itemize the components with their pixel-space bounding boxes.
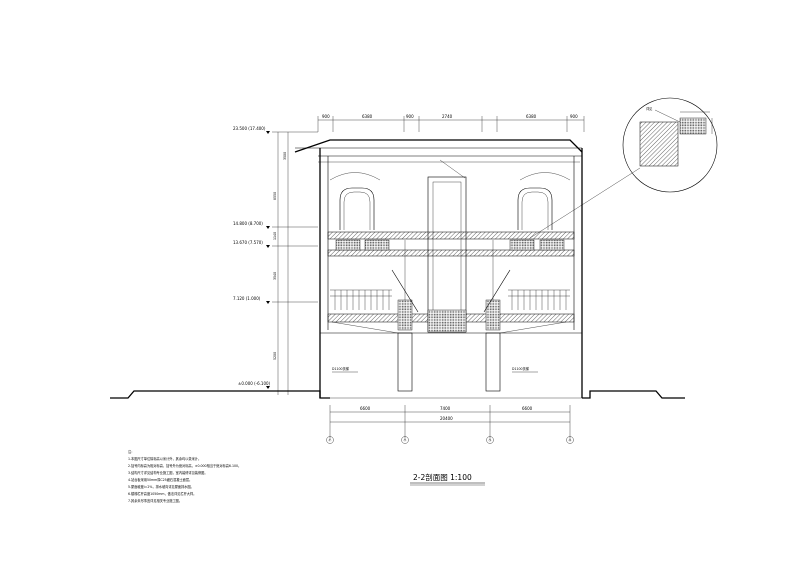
bottom-dim-total: 20400 bbox=[440, 416, 453, 421]
level-mid: 13.670 (7.570) bbox=[233, 240, 263, 245]
top-dim-5: 6380 bbox=[526, 114, 537, 119]
top-dim-6: 900 bbox=[570, 114, 578, 119]
note-7: 7.其余未尽事宜详见相关专业施工图。 bbox=[128, 498, 182, 503]
drawing-title-block: 2-2剖面图 1:100 bbox=[410, 472, 485, 486]
axis-3: ③ bbox=[489, 439, 492, 443]
side-dim-0: 3500 bbox=[283, 152, 287, 160]
building-section bbox=[294, 139, 641, 398]
top-dim-4: 2740 bbox=[442, 114, 453, 119]
top-dim-2: 6380 bbox=[362, 114, 373, 119]
ground-line bbox=[110, 390, 685, 399]
detail-note: 详见 bbox=[646, 106, 653, 111]
top-dim-3: 900 bbox=[406, 114, 414, 119]
top-dim-1: 900 bbox=[322, 114, 330, 119]
level-marks: 23.500 (17.400) 14.800 (8.700) 13.670 (7… bbox=[233, 126, 271, 389]
top-dimensions: 900 6380 900 2740 6380 900 bbox=[317, 114, 585, 132]
note-4: 4.站台板采用50mm厚C25细石混凝土面层。 bbox=[128, 477, 192, 482]
side-dim-4: 5200 bbox=[273, 352, 277, 360]
note-5: 5.屋面坡度i=2%，排水坡向详见屋面排水图。 bbox=[128, 484, 194, 489]
level-upper: 14.800 (8.700) bbox=[233, 221, 263, 226]
axis-markers: ① ② ③ ④ bbox=[326, 436, 574, 444]
transfer-right-label: D1100扶梯 bbox=[512, 366, 530, 371]
side-dim-3: 3540 bbox=[273, 272, 277, 280]
level-lower: 7.120 (1.000) bbox=[233, 296, 261, 301]
bottom-dim-right: 6600 bbox=[522, 406, 533, 411]
note-3: 3.结构尺寸详见结构专业施工图，室内装修详见装修图。 bbox=[128, 470, 208, 475]
side-dim-1: 8550 bbox=[273, 192, 277, 200]
side-dimensions: 8550 1140 3540 5200 3500 bbox=[272, 131, 318, 395]
axis-1: ① bbox=[329, 439, 332, 443]
side-dim-2: 1140 bbox=[273, 232, 277, 240]
bottom-dimensions: 6600 7400 6600 20400 bbox=[329, 405, 571, 440]
axis-2: ② bbox=[404, 439, 407, 443]
note-1: 1.本图尺寸单位除标高以米计外，其余均以毫米计。 bbox=[128, 456, 201, 461]
level-top: 23.500 (17.400) bbox=[233, 126, 266, 131]
bottom-dim-center: 7400 bbox=[440, 406, 451, 411]
escalator-labels: D1100扶梯 D1100扶梯 bbox=[332, 366, 538, 373]
transfer-left-label: D1100扶梯 bbox=[332, 366, 350, 371]
note-6: 6.楼梯栏杆高度1050mm，做法详见栏杆大样。 bbox=[128, 491, 196, 496]
drawing-title: 2-2剖面图 1:100 bbox=[413, 472, 472, 482]
note-2: 2.括号内标高为相对标高，括号外为绝对标高，±0.000相当于绝对标高6.100… bbox=[128, 463, 241, 468]
notes-heading: 注： bbox=[128, 449, 134, 454]
level-ground: ±0.000 (-6.100) bbox=[238, 381, 271, 386]
detail-callout: 详见 bbox=[622, 97, 718, 193]
bottom-dim-left: 6600 bbox=[360, 406, 371, 411]
axis-4: ④ bbox=[569, 439, 572, 443]
general-notes: 注： 1.本图尺寸单位除标高以米计外，其余均以毫米计。 2.括号内标高为相对标高… bbox=[128, 449, 241, 503]
